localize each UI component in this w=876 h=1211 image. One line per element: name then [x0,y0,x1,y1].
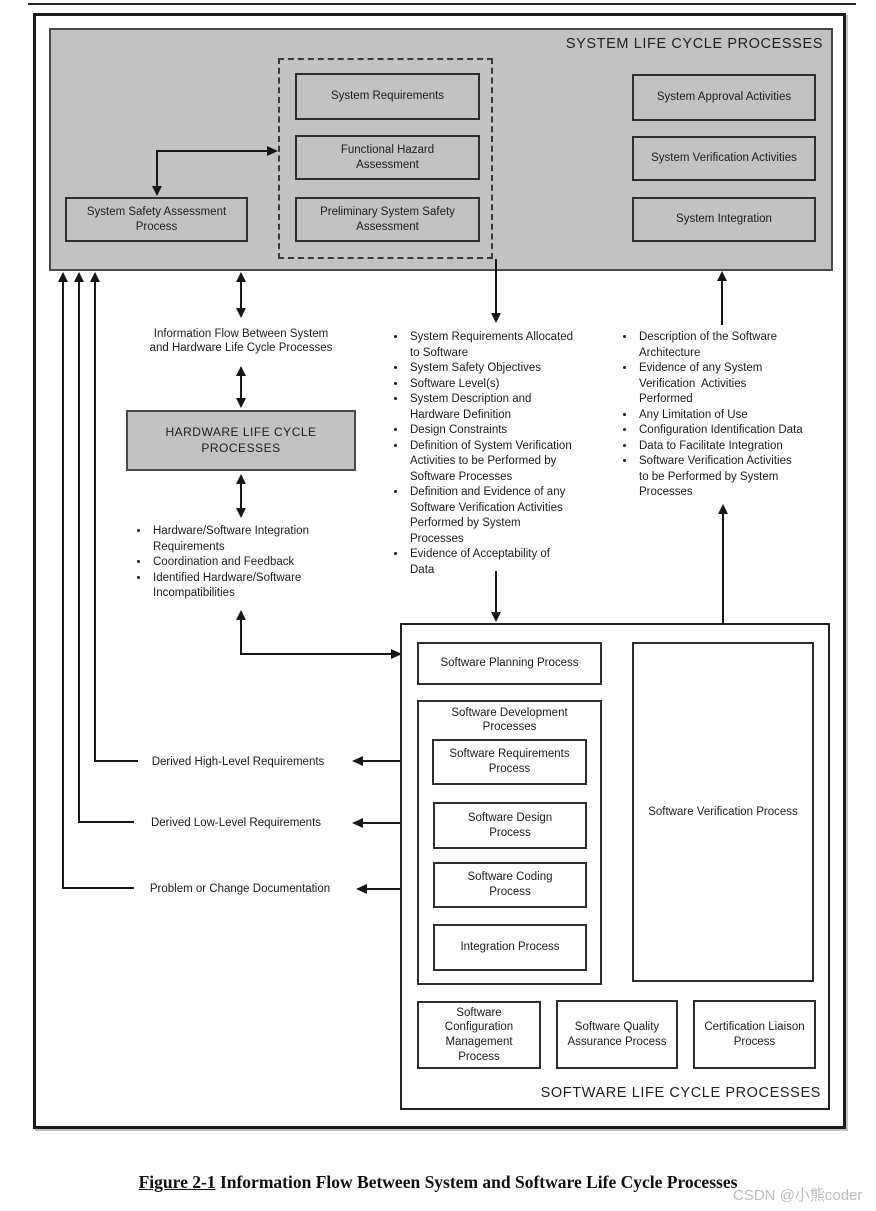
arrowhead-up [718,504,728,514]
software-configuration-management-process-box: Software Configuration Management Proces… [417,1001,541,1069]
figure-caption: Figure 2-1 Information Flow Between Syst… [0,1172,876,1193]
hw-to-sw-connector-v [240,619,242,655]
figure-caption-text: Information Flow Between System and Soft… [215,1172,738,1192]
functional-hazard-assessment-box: Functional Hazard Assessment [295,135,480,180]
bullets-to-swbox-arrow-line [495,571,497,615]
bullet-item: Hardware/Software Integration Requiremen… [150,524,364,555]
system-assessment-dashed-group [278,58,493,259]
bullet-item: System Requirements Allocated to Softwar… [407,330,619,361]
arrowhead-down [236,308,246,318]
derived-low-level-requirements-label: Derived Low-Level Requirements [150,817,322,829]
top-rule [28,3,856,5]
integration-process-box: Integration Process [433,924,587,971]
bullet-item: Definition and Evidence of any Software … [407,485,619,547]
arrowhead-right [267,146,278,156]
arrowhead-up [236,272,246,282]
arrowhead-up [717,271,727,281]
arrowhead-left [352,756,363,766]
bullet-item: Coordination and Feedback [150,555,364,571]
sys-to-sw-arrow-line [495,259,497,315]
elbow-high-level [94,760,138,762]
sys-hw-arrow-2 [240,374,242,400]
bullet-item: System Safety Objectives [407,361,619,377]
bullet-item: System Description and Hardware Definiti… [407,392,619,423]
software-design-process-box: Software Design Process [433,802,587,849]
feedback-line-high-level [94,281,96,762]
arrowhead-left [352,818,363,828]
software-requirements-process-box: Software Requirements Process [432,739,587,785]
hardware-software-bullet-list: Hardware/Software Integration Requiremen… [133,524,364,602]
bullet-item: Software Verification Activities to be P… [636,454,843,501]
arrowhead-down [236,398,246,408]
arrowhead-up [236,366,246,376]
bullet-item: Description of the Software Architecture [636,330,843,361]
certification-liaison-process-box: Certification Liaison Process [693,1000,816,1069]
elbow-low-level [78,821,134,823]
arrowhead-down [491,612,501,622]
bullet-item: Software Level(s) [407,377,619,393]
arrowhead-up [90,272,100,282]
sys-hw-arrow-1 [240,280,242,310]
bullet-item: Any Limitation of Use [636,408,843,424]
system-verification-activities-box: System Verification Activities [632,136,816,181]
software-planning-process-box: Software Planning Process [417,642,602,685]
software-panel-title: SOFTWARE LIFE CYCLE PROCESSES [540,1085,821,1101]
connector-safety-dashed-h [157,150,269,152]
sw-to-sys-arrow-line-lower [722,513,724,623]
sw-to-sys-arrow-line-upper [721,280,723,325]
line-design-to-low-level [363,822,434,824]
software-verification-process-box: Software Verification Process [632,642,814,982]
hardware-life-cycle-processes-box: HARDWARE LIFE CYCLE PROCESSES [126,410,356,471]
system-requirements-box: System Requirements [295,73,480,120]
software-quality-assurance-process-box: Software Quality Assurance Process [556,1000,678,1069]
bullet-item: Definition of System Verification Activi… [407,439,619,486]
arrowhead-up [74,272,84,282]
problem-or-change-documentation-label: Problem or Change Documentation [149,883,331,895]
bullet-item: Identified Hardware/Software Incompatibi… [150,571,364,602]
software-development-processes-label: Software Development Processes [451,707,568,733]
connector-safety-dashed-v [156,150,158,186]
arrowhead-down [236,508,246,518]
system-integration-box: System Integration [632,197,816,242]
bullet-item: Configuration Identification Data [636,423,843,439]
derived-high-level-requirements-label: Derived High-Level Requirements [151,756,325,768]
bullet-item: Evidence of any System Verification Acti… [636,361,843,408]
hw-bullets-arrow [240,482,242,510]
arrowhead-down [491,313,501,323]
bullet-item: Evidence of Acceptability of Data [407,547,619,578]
system-panel-title: SYSTEM LIFE CYCLE PROCESSES [565,36,823,52]
arrowhead-up [58,272,68,282]
system-to-software-bullet-list: System Requirements Allocated to Softwar… [390,330,619,578]
preliminary-system-safety-assessment-box: Preliminary System Safety Assessment [295,197,480,242]
arrowhead-right [391,649,402,659]
elbow-problem [62,887,134,889]
feedback-line-problem [62,281,64,889]
info-flow-hardware-label: Information Flow Between System and Hard… [149,328,333,354]
software-to-system-bullet-list: Description of the Software Architecture… [619,330,843,501]
arrowhead-up [236,474,246,484]
arrowhead-left [356,884,367,894]
bullet-item: Data to Facilitate Integration [636,439,843,455]
watermark: CSDN @小熊coder [733,1187,863,1204]
arrowhead-up [236,610,246,620]
software-coding-process-box: Software Coding Process [433,862,587,908]
line-req-to-high-level [363,760,433,762]
hw-to-sw-connector-h [240,653,392,655]
system-safety-assessment-process-box: System Safety Assessment Process [65,197,248,242]
system-approval-activities-box: System Approval Activities [632,74,816,121]
arrowhead-down [152,186,162,196]
figure-caption-label: Figure 2-1 [138,1172,216,1192]
line-swbox-to-problem [367,888,402,890]
bullet-item: Design Constraints [407,423,619,439]
feedback-line-low-level [78,281,80,823]
